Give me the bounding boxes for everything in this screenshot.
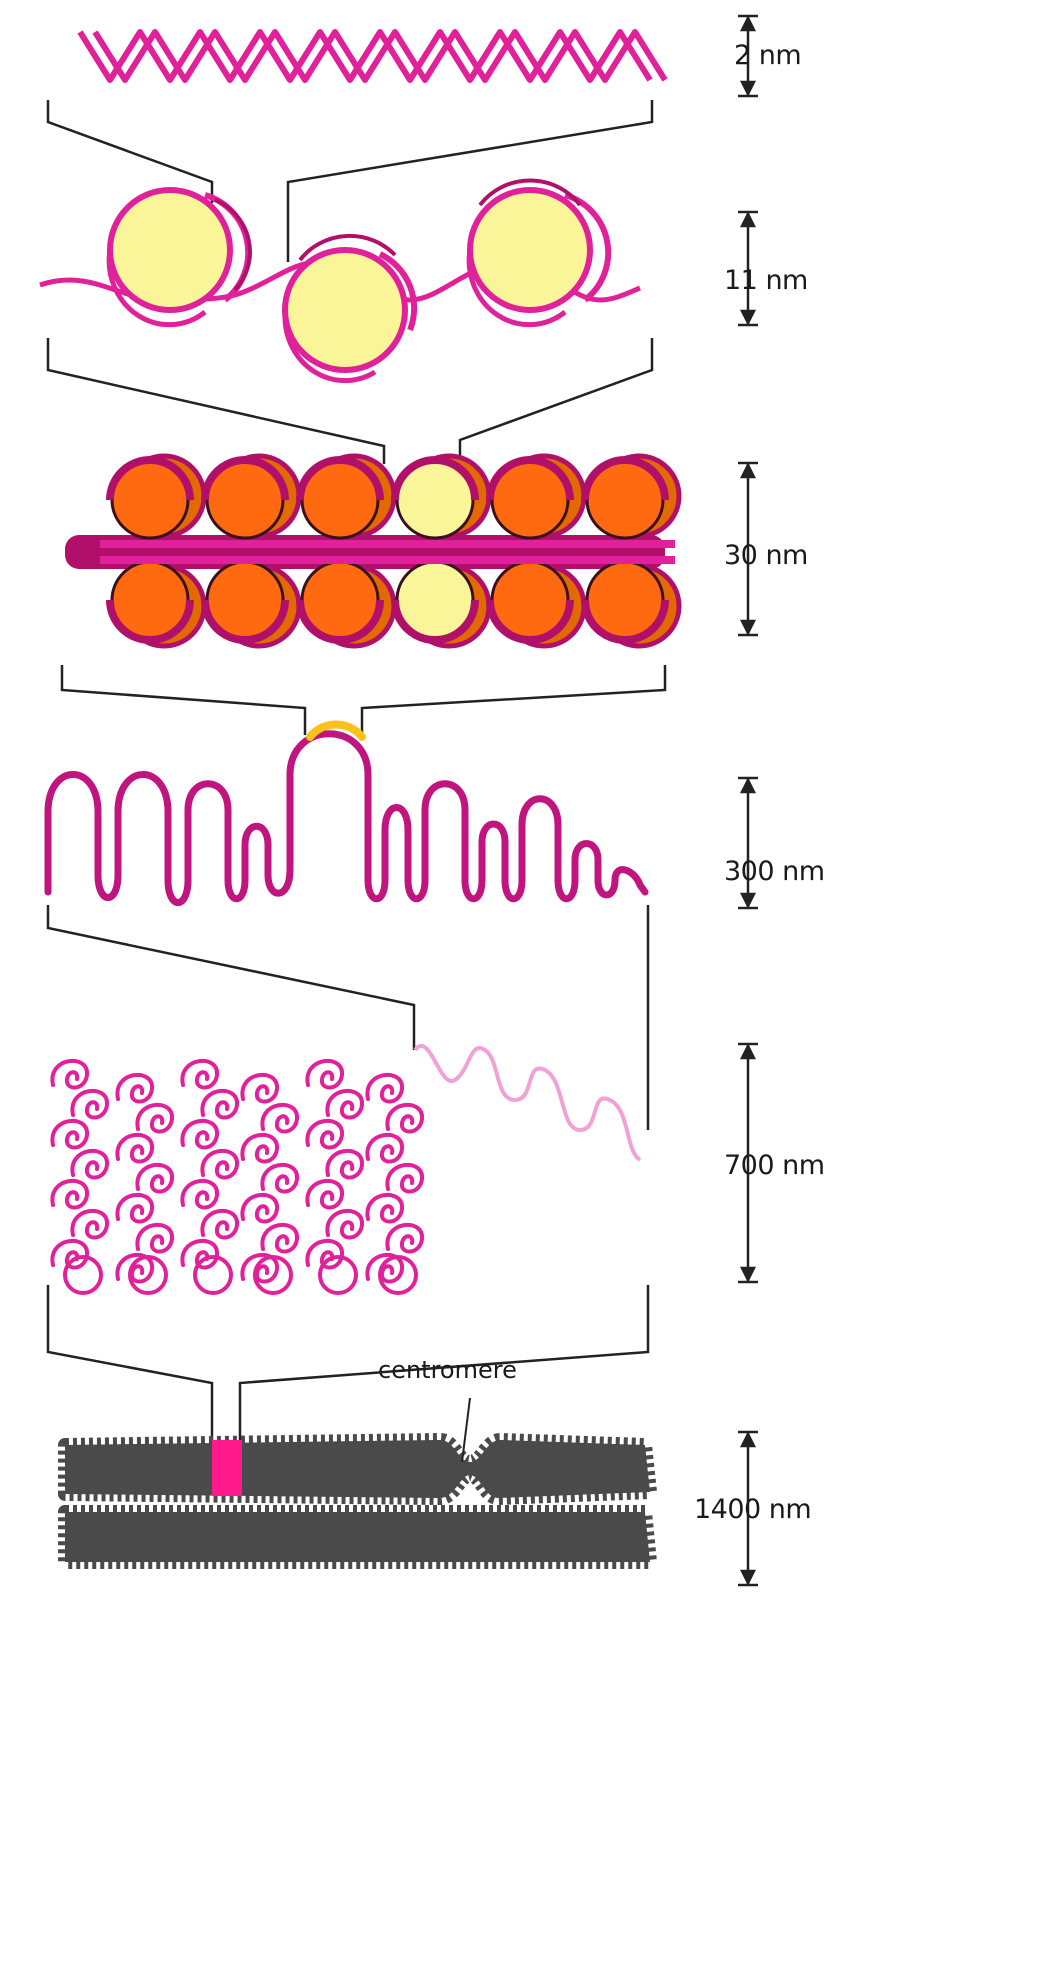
fiber-linker xyxy=(575,556,675,564)
scale-bars xyxy=(738,16,758,1585)
scale-arrowhead xyxy=(742,780,754,792)
condensed-loop xyxy=(387,1225,422,1252)
scale-label-30nm: 30 nm xyxy=(724,540,808,571)
scale-arrowhead xyxy=(742,1434,754,1446)
condensed-loop xyxy=(182,1181,217,1208)
scale-arrowhead xyxy=(742,311,754,323)
fiber-linker xyxy=(100,540,200,548)
fading-fiber xyxy=(415,1046,640,1160)
condensed-loop xyxy=(52,1121,87,1148)
scale-arrowhead xyxy=(742,894,754,906)
condensed-loop xyxy=(117,1195,152,1222)
looped-fiber xyxy=(48,734,645,903)
condensed-loop xyxy=(327,1091,362,1118)
scale-arrowhead xyxy=(742,1268,754,1280)
zoom-guides-4 xyxy=(48,905,648,1130)
scale-arrowhead xyxy=(742,1046,754,1058)
fiber-linker xyxy=(290,540,390,548)
scale-arrowhead xyxy=(742,214,754,226)
centromere-label: centromere xyxy=(378,1356,517,1384)
condensed-loop xyxy=(262,1225,297,1252)
condensed-loop xyxy=(117,1075,152,1102)
condensed-loop xyxy=(242,1075,277,1102)
condensed-loop xyxy=(307,1181,342,1208)
fiber-linker xyxy=(195,556,295,564)
condensed-loop xyxy=(202,1091,237,1118)
fiber-linker xyxy=(480,556,580,564)
dna-double-helix xyxy=(80,32,665,80)
scale-arrowhead xyxy=(742,1571,754,1583)
condensed-loop xyxy=(117,1135,152,1162)
dna-strand-b xyxy=(95,32,665,80)
condensed-loop xyxy=(367,1135,402,1162)
fiber-linker xyxy=(385,540,485,548)
condensed-loop xyxy=(387,1105,422,1132)
condensed-loop xyxy=(72,1211,107,1238)
fiber-linker xyxy=(480,540,580,548)
scale-label-2nm: 2 nm xyxy=(734,40,801,71)
condensed-loop xyxy=(137,1165,172,1192)
condensed-loop xyxy=(387,1165,422,1192)
condensed-loop xyxy=(202,1151,237,1178)
condensed-loop xyxy=(182,1121,217,1148)
fiber-linker xyxy=(195,540,295,548)
chromatid-lower xyxy=(65,1512,650,1562)
zoom-guides-5 xyxy=(48,1285,648,1440)
condensed-loop xyxy=(367,1075,402,1102)
fiber-linker xyxy=(100,556,200,564)
scale-label-1400nm: 1400 nm xyxy=(694,1494,811,1525)
condensed-loop xyxy=(307,1121,342,1148)
condensed-loop xyxy=(242,1195,277,1222)
condensed-loop xyxy=(262,1105,297,1132)
metaphase-chromosome xyxy=(65,1398,650,1562)
condensed-loop xyxy=(52,1061,87,1088)
beads-on-a-string xyxy=(40,180,640,380)
dna-strand-a xyxy=(80,32,650,80)
fiber-linker xyxy=(575,540,675,548)
condensed-loop xyxy=(52,1181,87,1208)
condensed-section xyxy=(52,1046,640,1293)
scale-arrowhead xyxy=(742,82,754,94)
condensed-loop xyxy=(307,1061,342,1088)
scale-label-11nm: 11 nm xyxy=(724,265,808,296)
fiber-linker xyxy=(385,556,485,564)
condensed-loop xyxy=(202,1211,237,1238)
zoom-guides-3 xyxy=(62,665,665,735)
condensed-loop xyxy=(327,1151,362,1178)
condensed-loop xyxy=(327,1211,362,1238)
scale-arrowhead xyxy=(742,18,754,30)
scale-label-300nm: 300 nm xyxy=(724,856,825,887)
condensed-loop xyxy=(262,1165,297,1192)
highlighted-band xyxy=(212,1440,242,1496)
condensed-loop xyxy=(137,1105,172,1132)
scale-label-700nm: 700 nm xyxy=(724,1150,825,1181)
looped-domains xyxy=(48,724,645,902)
condensed-loop xyxy=(182,1061,217,1088)
scale-arrowhead xyxy=(742,621,754,633)
condensed-loop xyxy=(72,1091,107,1118)
condensed-loop xyxy=(242,1135,277,1162)
chromatid-upper xyxy=(65,1440,650,1498)
condensed-loop xyxy=(72,1151,107,1178)
fiber-linker xyxy=(290,556,390,564)
condensed-loop xyxy=(137,1225,172,1252)
chromatin-fiber xyxy=(65,456,679,646)
condensed-loop xyxy=(367,1195,402,1222)
scale-arrowhead xyxy=(742,465,754,477)
